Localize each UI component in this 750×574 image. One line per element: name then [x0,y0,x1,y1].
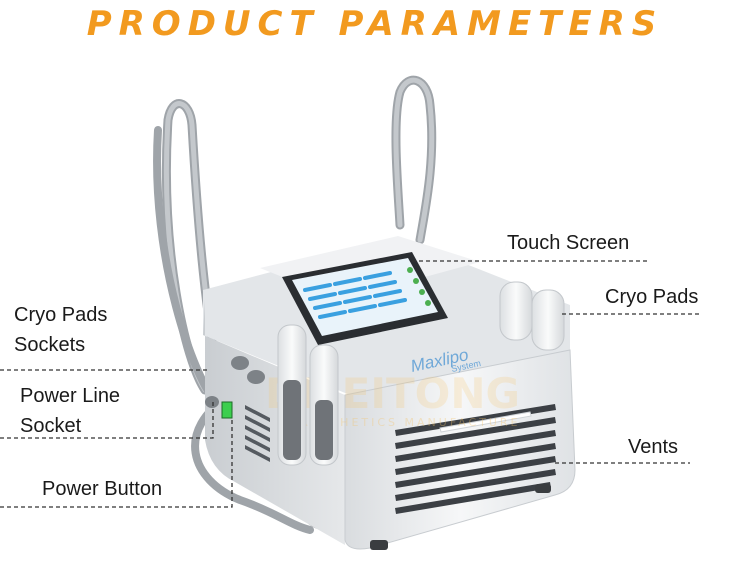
sockets-graphic [205,356,265,408]
page-title: PRODUCT PARAMETERS [86,4,664,44]
side-vents [245,405,270,462]
power-button-graphic [221,401,233,419]
watermark: DMEITONG [265,369,520,418]
label-cryo-pads: Cryo Pads [605,286,699,308]
label-cryo-pads-sockets-2: Sockets [14,334,86,356]
touch-screen [282,252,448,345]
svg-text:AESTHETICS MANUFACTURE: AESTHETICS MANUFACTURE [300,416,521,429]
front-vents [395,404,556,514]
cryo-pads-right [499,281,565,351]
leader-lines [0,260,702,508]
label-power-line-socket-1: Power Line [20,385,121,407]
cryo-pads-left [277,324,339,466]
device-body [203,236,576,550]
label-power-button: Power Button [42,478,163,500]
label-vents: Vents [628,436,679,458]
label-cryo-pads-sockets-1: Cryo Pads [14,304,108,326]
label-touch-screen: Touch Screen [507,232,630,254]
label-power-line-socket-2: Socket [20,415,82,437]
